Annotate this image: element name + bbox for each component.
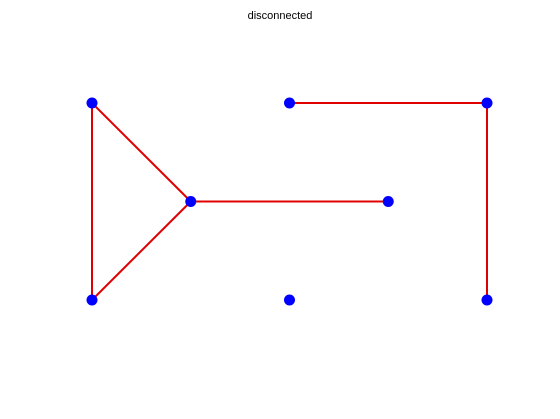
edge-n2-n3 <box>91 200 192 301</box>
node-n4 <box>284 97 295 109</box>
node-n3 <box>86 294 98 306</box>
node-n5 <box>481 97 493 109</box>
node-n8 <box>481 294 493 306</box>
edge-n1-n2 <box>91 102 192 203</box>
node-n6 <box>382 196 394 207</box>
node-n7 <box>284 294 295 306</box>
node-n2 <box>185 196 197 207</box>
diagram-title: disconnected <box>247 10 313 22</box>
node-n1 <box>86 97 98 109</box>
